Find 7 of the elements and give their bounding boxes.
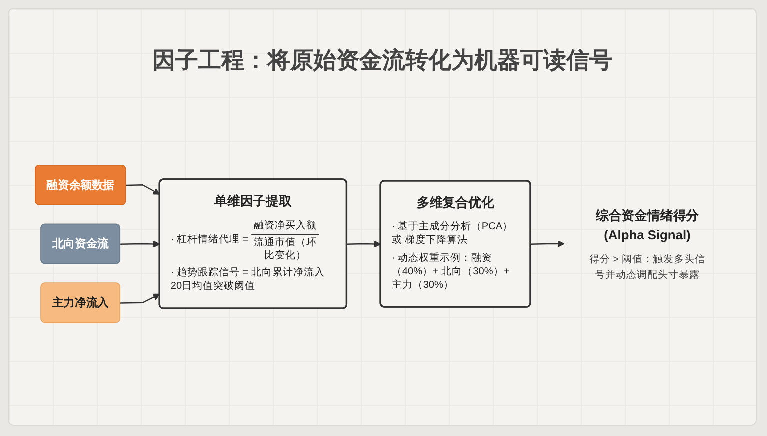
- arrow: [126, 184, 160, 195]
- diagram-title: 因子工程：将原始资金流转化为机器可读信号: [152, 46, 614, 75]
- arrow: [347, 240, 382, 248]
- arrow: [120, 240, 160, 248]
- arrow: [120, 294, 160, 304]
- arrow: [530, 240, 565, 248]
- node-text: 综合资金情绪得分 (Alpha Signal) 得分 > 阈值：触发多头信号并动态调配头寸暴露: [589, 210, 706, 280]
